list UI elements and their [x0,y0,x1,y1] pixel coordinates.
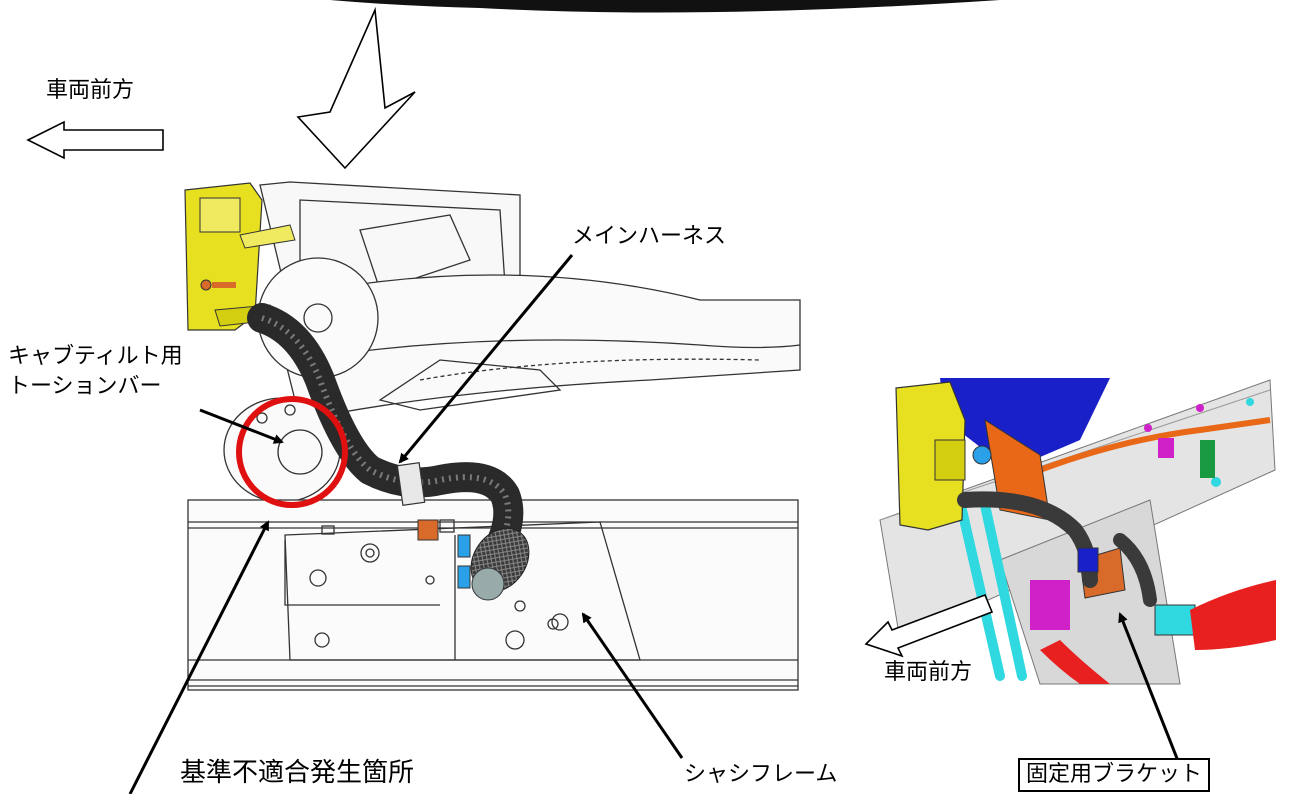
main-harness-leader [398,254,574,464]
chassis-frame-leader [581,612,684,759]
nonconformance-highlight-circle [236,396,348,508]
harness-clamp [396,461,426,507]
blue-clip-2 [457,565,471,589]
torsion-bar-label-line1: キャブティルト用 [8,344,183,369]
blue-clip-1 [457,534,471,558]
frame-grommet [471,567,505,601]
nonconformance-leader [128,520,270,794]
chassis-frame-label: シャシフレーム [684,762,838,787]
front-direction-detail-label: 車両前方 [884,660,973,685]
main-assembly-drawing [187,181,801,691]
fixing-bracket-leader [1118,612,1182,767]
torsion-bar-leader [199,408,284,444]
front-arrow-detail [864,593,994,658]
cab-edge [330,0,1000,13]
front-direction-label: 車両前方 [46,78,135,103]
fixing-bracket-label: 固定用ブラケット [1018,758,1211,793]
nonconformance-location-label: 基準不適合発生箇所 [180,758,415,788]
view-direction-arrow [296,6,416,170]
detail-view [866,378,1276,685]
torsion-bar-label-line2: トーションバー [8,374,162,399]
main-harness-label: メインハーネス [572,224,727,249]
front-arrow-main [26,120,164,160]
